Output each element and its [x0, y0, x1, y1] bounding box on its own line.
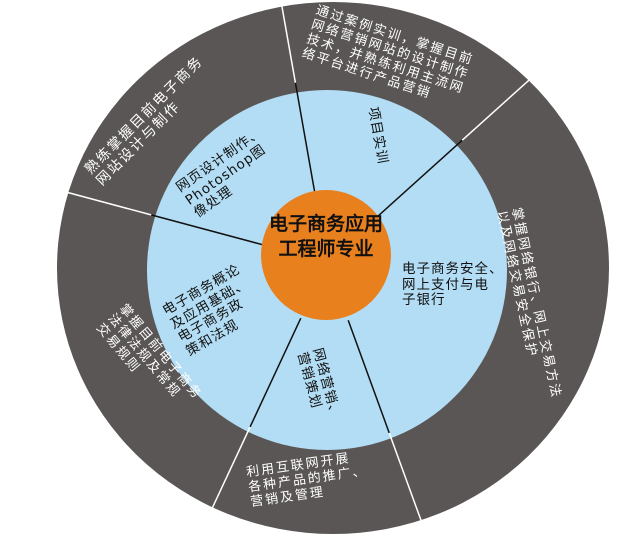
outer-divider-line [461, 74, 536, 141]
center-title-line2: 工程师专业 [278, 237, 374, 260]
center-title: 电子商务应用 工程师专业 [262, 212, 390, 261]
inner-divider-line [249, 317, 302, 428]
inner-divider-line [151, 214, 268, 247]
outer-divider-line [280, 0, 297, 83]
center-circle [261, 190, 391, 320]
inner-divider-line [347, 320, 390, 434]
outer-divider-line [388, 432, 424, 526]
outer-divider-line [207, 426, 251, 517]
outer-divider-line [56, 188, 152, 216]
inner-divider-line [294, 82, 317, 202]
inner-segment-ecommerce-security: 电子商务安全、 网上支付与电 子银行 [402, 261, 504, 309]
center-title-line1: 电子商务应用 [268, 213, 383, 235]
inner-divider-line [372, 139, 463, 222]
